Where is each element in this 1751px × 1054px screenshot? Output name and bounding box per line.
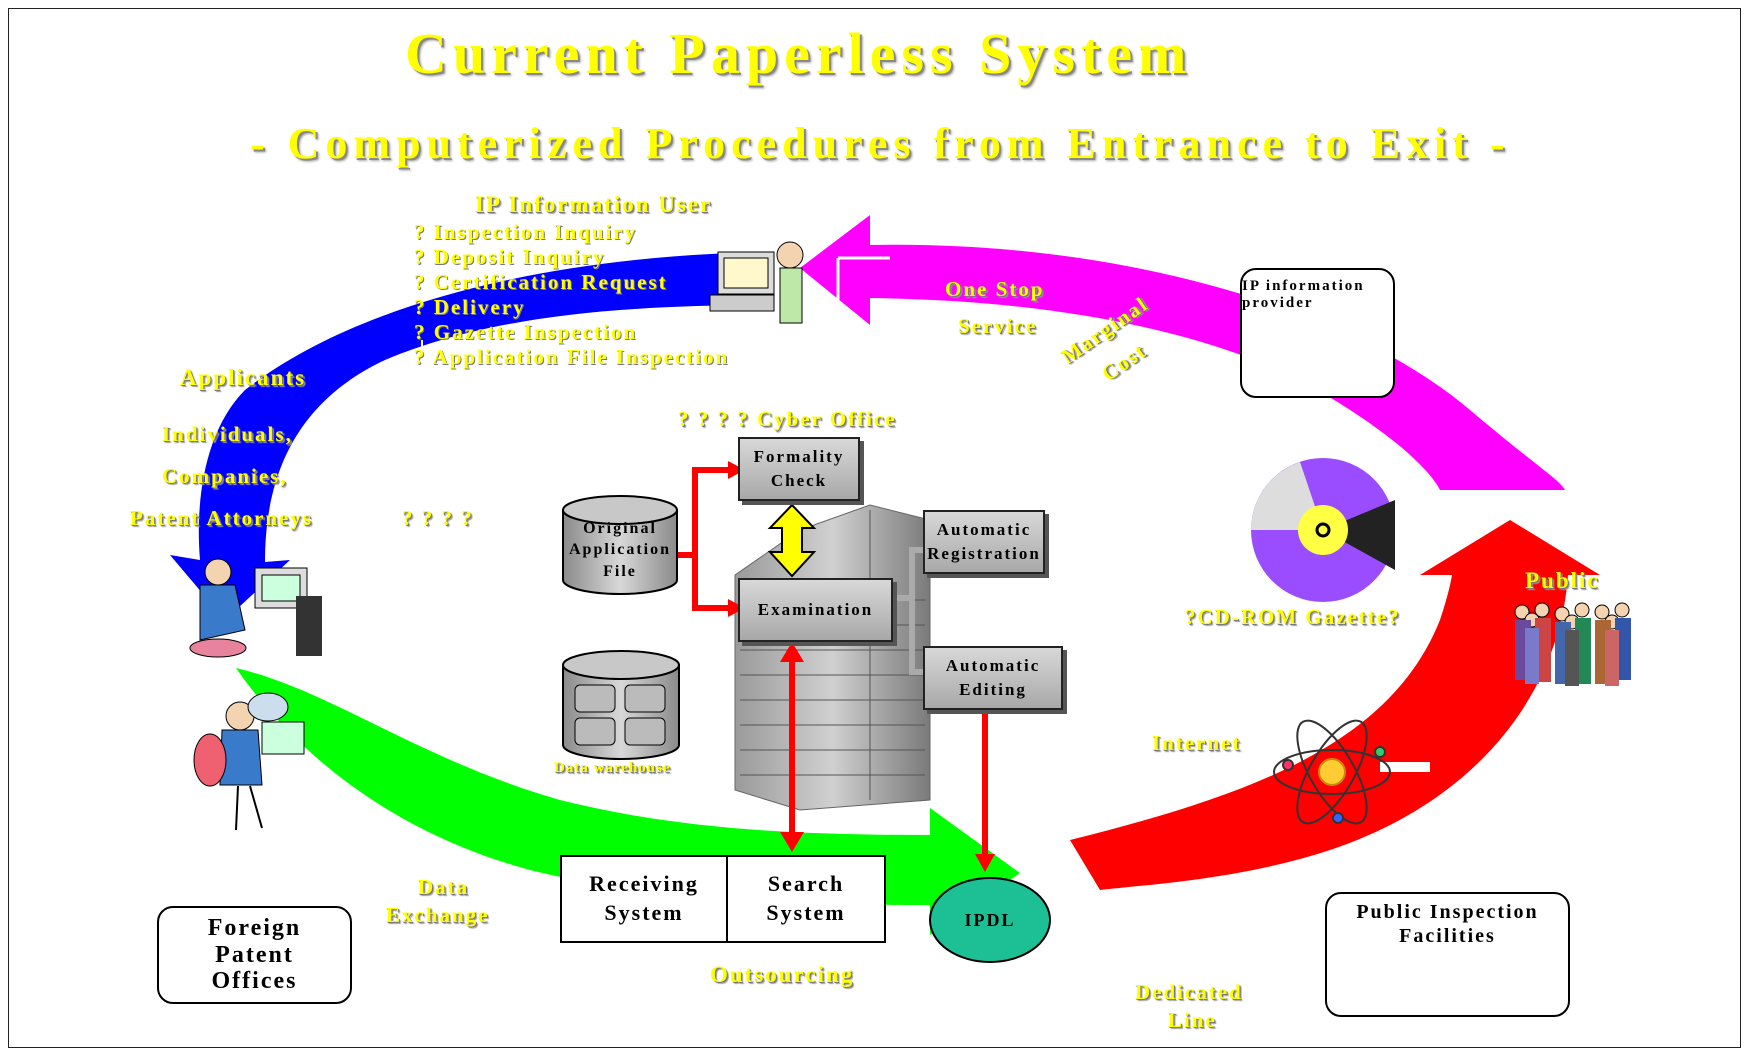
automatic-editing-box: Automatic Editing xyxy=(923,646,1063,710)
public-crowd-icon xyxy=(1514,602,1631,686)
applicant-person-icon xyxy=(189,558,322,658)
list-item: ? Certification Request xyxy=(414,270,668,294)
list-item: ? Inspection Inquiry xyxy=(414,220,638,244)
list-item: ? Delivery xyxy=(414,295,526,319)
exchange-label: Exchange xyxy=(386,903,490,927)
ip-user-service-list: ? Inspection Inquiry ? Deposit Inquiry ?… xyxy=(414,220,729,370)
internet-atom-icon xyxy=(1273,719,1391,825)
ipdl-label: IPDL xyxy=(930,900,1050,940)
unknown-glyphs-label: ? ? ? ? xyxy=(402,506,474,530)
office-building xyxy=(734,504,931,811)
box-line: Application xyxy=(568,541,671,559)
original-file-cylinder xyxy=(562,495,678,595)
foreign-office-person-icon xyxy=(193,692,305,831)
box-line: Foreign xyxy=(207,915,302,942)
page-title: Current Paperless System xyxy=(405,21,1193,86)
data-label: Data xyxy=(418,875,470,899)
data-warehouse-icon xyxy=(562,650,680,760)
box-line: Search xyxy=(767,871,845,897)
list-item: ? Application File Inspection xyxy=(414,345,730,369)
list-item: ? Deposit Inquiry xyxy=(414,245,606,269)
red-connectors xyxy=(677,467,988,862)
foreign-patent-offices-box: Foreign Patent Offices xyxy=(157,906,352,1004)
public-inspection-facilities-box: Public Inspection Facilities xyxy=(1325,892,1570,1017)
ip-user-heading: IP Information User xyxy=(475,192,713,217)
box-line: File xyxy=(603,562,637,580)
ip-user-person-icon xyxy=(709,241,804,324)
individuals-label: Individuals, xyxy=(162,422,293,446)
box-line: Offices xyxy=(211,968,298,995)
search-system-box: Search System xyxy=(726,855,886,943)
original-application-file-label: Original Application File xyxy=(563,520,677,580)
ipdl-node xyxy=(929,877,1051,963)
blue-flow-arrow xyxy=(170,252,770,620)
box-line: Receiving xyxy=(589,871,699,897)
dedicated-label: Dedicated xyxy=(1135,980,1243,1004)
ip-information-provider-box: IP information provider xyxy=(1240,268,1395,398)
cd-rom-icon xyxy=(1251,458,1395,602)
box-line: Editing xyxy=(959,680,1027,699)
box-line: Formality xyxy=(753,447,845,467)
box-line: provider xyxy=(1242,295,1314,311)
box-line: Registration xyxy=(927,544,1041,563)
list-item: ? Gazette Inspection xyxy=(414,320,638,344)
patent-attorneys-label: Patent Attorneys xyxy=(130,506,314,530)
companies-label: Companies, xyxy=(162,464,288,488)
red-flow-arrow xyxy=(1070,520,1600,890)
box-line: IPDL xyxy=(964,909,1016,930)
line-label: Line xyxy=(1168,1008,1217,1032)
magenta-flow-arrow xyxy=(800,215,1565,490)
one-stop-label: One Stop xyxy=(945,277,1045,301)
page-subtitle: - Computerized Procedures from Entrance … xyxy=(250,119,1511,168)
automatic-registration-box: Automatic Registration xyxy=(923,510,1045,574)
box-line: Original xyxy=(583,519,657,537)
data-warehouse-label: Data warehouse xyxy=(554,760,671,776)
applicants-label: Applicants xyxy=(180,365,307,390)
cd-rom-gazette-label: ?CD-ROM Gazette? xyxy=(1185,605,1401,629)
examination-box: Examination xyxy=(738,578,893,642)
box-line: Check xyxy=(770,471,828,490)
box-line: IP information xyxy=(1242,278,1365,294)
box-line: Examination xyxy=(757,600,874,620)
box-line: Facilities xyxy=(1399,925,1496,947)
internet-label: Internet xyxy=(1152,731,1242,755)
box-line: Automatic xyxy=(936,520,1032,540)
box-line: Automatic xyxy=(945,656,1041,676)
receiving-system-box: Receiving System xyxy=(560,855,728,943)
box-line: Patent xyxy=(215,941,294,968)
cyber-office-label: ? ? ? ? Cyber Office xyxy=(678,407,897,431)
formality-check-box: Formality Check xyxy=(738,437,860,501)
diagram-frame xyxy=(8,8,1741,1048)
box-line: System xyxy=(766,900,846,925)
service-label: Service xyxy=(958,314,1038,338)
yellow-double-arrow xyxy=(767,503,817,578)
outsourcing-label: Outsourcing xyxy=(710,962,855,987)
public-label: Public xyxy=(1525,568,1600,593)
box-line: Public Inspection xyxy=(1356,901,1539,923)
box-line: System xyxy=(604,900,684,925)
